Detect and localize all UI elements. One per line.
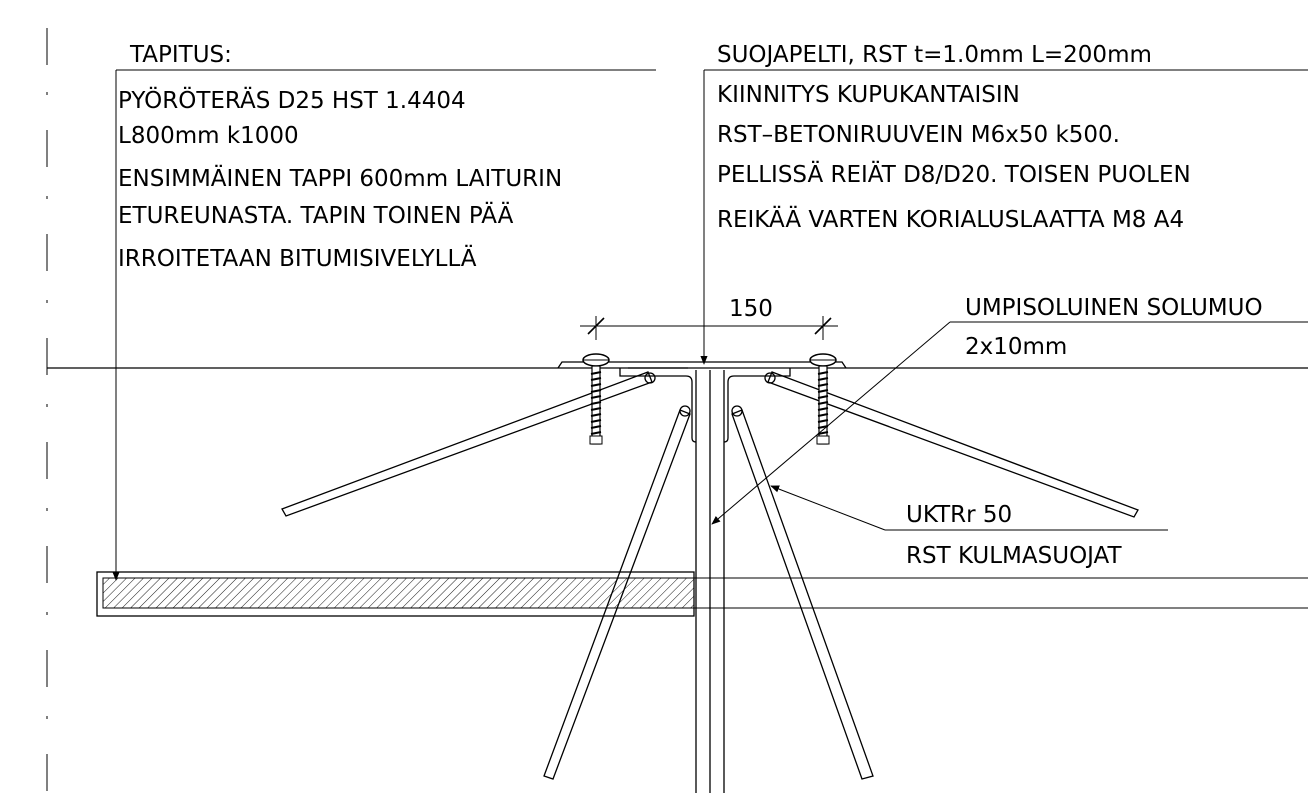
note-tapitus: TAPITUS: PYÖRÖTERÄS D25 HST 1.4404 L800m… xyxy=(112,42,656,581)
dowel-bar xyxy=(96,571,695,617)
suojapelti-line-3: PELLISSÄ REIÄT D8/D20. TOISEN PUOLEN xyxy=(717,160,1191,188)
tapitus-line-3: ENSIMMÄINEN TAPPI 600mm LAITURIN xyxy=(118,164,562,192)
tapitus-title: TAPITUS: xyxy=(129,42,232,68)
note-kulmasuojat: UKTRr 50 RST KULMASUOJAT xyxy=(770,485,1168,569)
tapitus-line-1: PYÖRÖTERÄS D25 HST 1.4404 xyxy=(118,86,466,114)
kulmasuojat-line-1: UKTRr 50 xyxy=(906,502,1012,528)
solumuovi-line-2: 2x10mm xyxy=(965,334,1067,360)
suojapelti-title: SUOJAPELTI, RST t=1.0mm L=200mm xyxy=(717,42,1152,68)
suojapelti-line-2: RST–BETONIRUUVEIN M6x50 k500. xyxy=(717,122,1120,148)
suojapelti-line-4: REIKÄÄ VARTEN KORIALUSLAATTA M8 A4 xyxy=(717,205,1184,233)
kulmasuojat-line-2: RST KULMASUOJAT xyxy=(906,543,1122,569)
note-suojapelti: SUOJAPELTI, RST t=1.0mm L=200mm KIINNITY… xyxy=(700,42,1308,365)
tapitus-line-5: IRROITETAAN BITUMISIVELYLLÄ xyxy=(118,244,477,272)
cover-plate xyxy=(557,361,847,443)
tapitus-line-4: ETUREUNASTA. TAPIN TOINEN PÄÄ xyxy=(118,201,514,229)
note-solumuovi: UMPISOLUINEN SOLUMUO 2x10mm xyxy=(711,295,1308,525)
dimension-150 xyxy=(580,316,838,340)
solumuovi-line-1: UMPISOLUINEN SOLUMUO xyxy=(965,295,1263,321)
dimension-label: 150 xyxy=(729,296,773,322)
corner-anchor-bars xyxy=(281,371,1139,780)
suojapelti-line-1: KIINNITYS KUPUKANTAISIN xyxy=(717,82,1020,108)
joint-filler xyxy=(695,370,725,793)
tapitus-line-2: L800mm k1000 xyxy=(118,123,299,149)
